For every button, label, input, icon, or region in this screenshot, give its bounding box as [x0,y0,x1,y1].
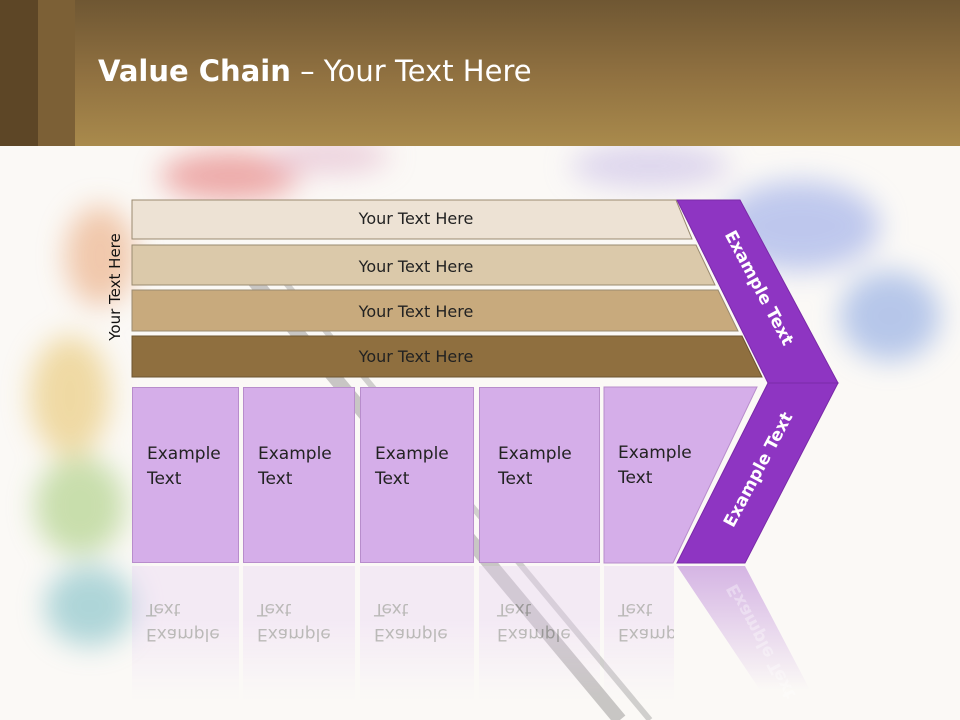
box-line: Text [618,468,653,488]
box-reflection: Example Text [360,566,474,700]
box-line: Text [497,599,532,619]
banner-stripe [0,0,38,146]
support-row-bar [131,335,763,378]
chevron-reflection [677,566,810,690]
slide-title: Value Chain – Your Text Here [98,54,532,88]
box-line: Example [375,444,449,464]
title-rest: – Your Text Here [290,54,532,88]
box-line: Text [147,469,182,489]
support-row-bar [131,289,739,332]
title-banner: Value Chain – Your Text Here [0,0,960,146]
row-label: Your Text Here [358,209,474,228]
support-row-bar [131,244,716,286]
banner-stripe [38,0,75,146]
box-reflection: Example Text [132,566,239,700]
box-line: Example [257,624,331,644]
box-reflection: Example Text [479,566,600,700]
box-line: Text [257,599,292,619]
box-reflection: Example Text [243,566,355,700]
last-box-shape [603,386,758,564]
box-line: Example [146,624,220,644]
box-line: Text [374,599,409,619]
title-bold: Value Chain [98,54,291,88]
row-label: Your Text Here [358,302,474,321]
box-line: Text [146,599,181,619]
support-row-bar [131,199,693,240]
box-line: Example [497,624,571,644]
box-line: Example [374,624,448,644]
chevron-lower-arm [676,382,839,564]
row-label: Your Text Here [358,347,474,366]
box-line: Text [498,469,533,489]
box-reflection: Example Text [604,566,674,700]
row-label: Your Text Here [358,257,474,276]
box-line: Example [498,444,572,464]
box-line: Example [147,444,221,464]
box-line: Text [375,469,410,489]
box-line: Text [258,469,293,489]
box-line: Example [258,444,332,464]
box-line: Example [618,624,674,644]
box-line: Text [618,599,653,619]
box-line: Example [618,443,692,463]
